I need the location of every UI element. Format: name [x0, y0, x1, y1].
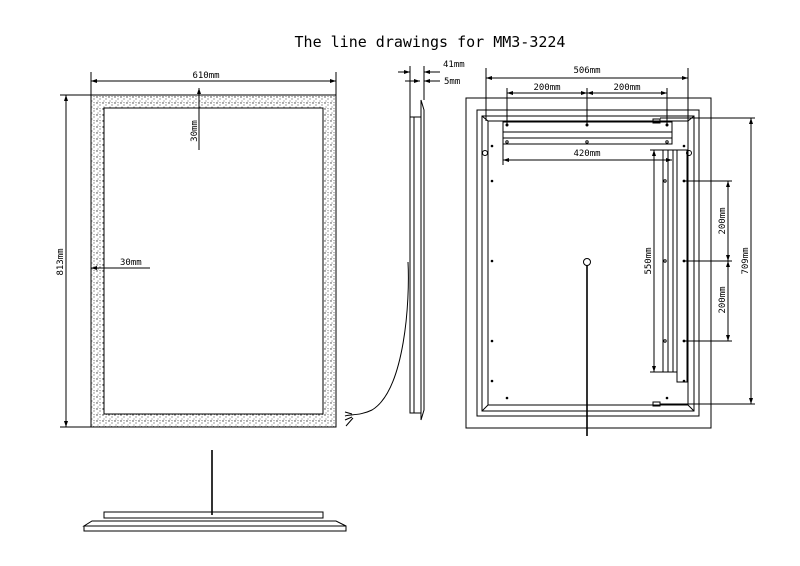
- frame-height-label: 709mm: [741, 247, 751, 274]
- front-width-label: 610mm: [192, 71, 219, 81]
- rail-length-label: 420mm: [573, 149, 600, 159]
- vertical-spacing-top-label: 200mm: [718, 207, 728, 234]
- bottom-view: [82, 450, 347, 532]
- side-view: 41mm 5mm: [344, 60, 465, 427]
- front-border-side-label: 30mm: [120, 258, 142, 268]
- side-glass-label: 5mm: [444, 77, 460, 87]
- front-border-top-label: 30mm: [190, 120, 200, 142]
- hole-spacing-right-label: 200mm: [613, 83, 640, 93]
- front-view: 610mm 30mm 813mm 30mm: [56, 71, 337, 428]
- hole-spacing-left-label: 200mm: [533, 83, 560, 93]
- vertical-spacing-bottom-label: 200mm: [718, 286, 728, 313]
- vertical-rail-label: 550mm: [644, 247, 654, 274]
- bracket-width-label: 506mm: [573, 66, 600, 76]
- drawing-title: The line drawings for MM3-3224: [295, 33, 566, 51]
- back-view: 506mm 200mm 200mm 420mm 550mm 200mm 200m…: [465, 66, 755, 436]
- front-height-label: 813mm: [56, 248, 66, 275]
- side-depth-label: 41mm: [443, 60, 465, 70]
